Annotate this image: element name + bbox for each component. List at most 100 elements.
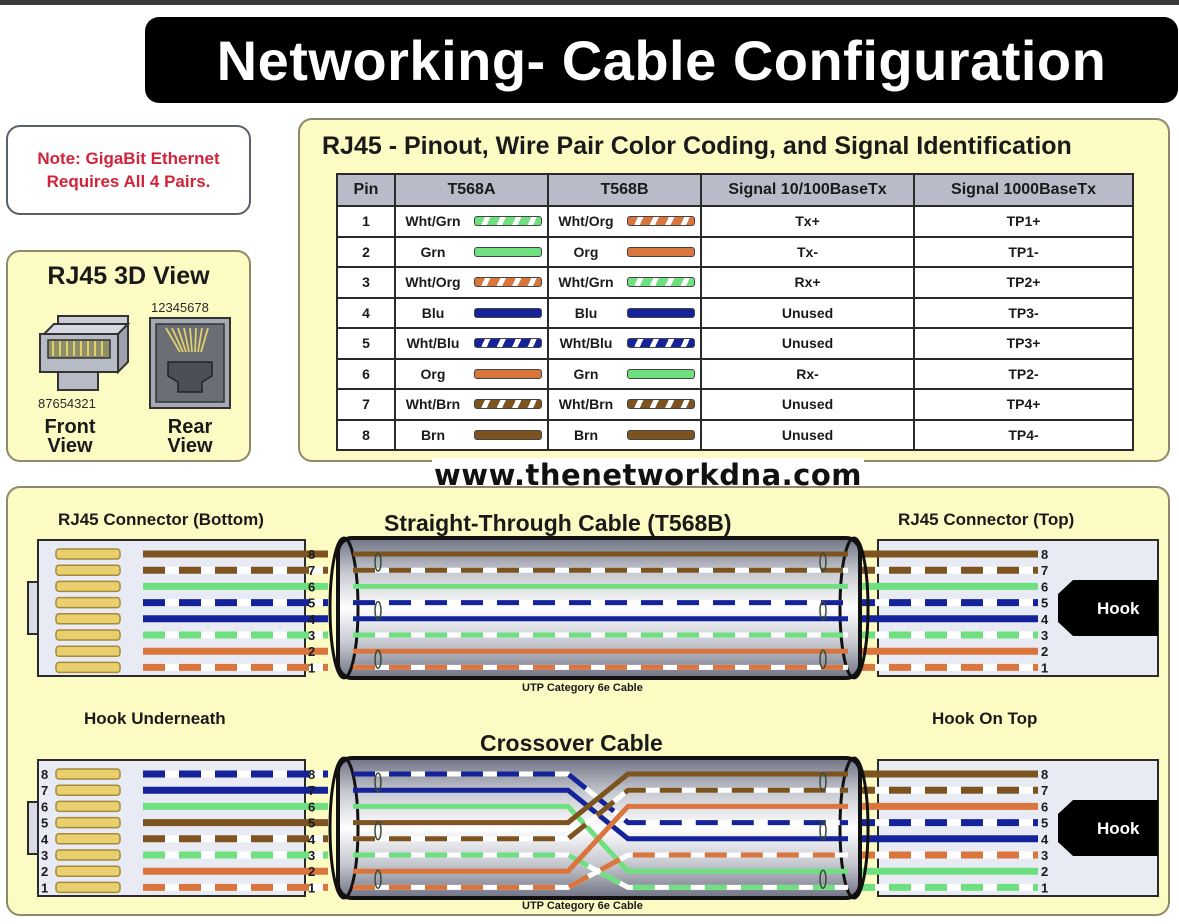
- rj45-connector-illustrations: [39, 315, 231, 409]
- signal-1000-cell: TP1-: [913, 235, 1134, 268]
- t568a-cell: Wht/Org: [394, 266, 549, 299]
- t568b-wire-swatch: [627, 429, 695, 440]
- signal-100-cell: Rx+: [700, 266, 915, 299]
- left-outer-pin-number: 3: [41, 848, 48, 863]
- gold-contact: [55, 645, 121, 657]
- signal-100-cell: Rx-: [700, 357, 915, 390]
- right-pin-number: 4: [1041, 832, 1049, 847]
- twist-marker: [819, 772, 827, 792]
- gold-contact: [55, 548, 121, 560]
- gold-contact: [55, 833, 121, 845]
- t568b-wire-label: Blu: [574, 304, 598, 321]
- t568a-cell: Wht/Brn: [394, 388, 549, 421]
- right-pin-number: 3: [1041, 628, 1048, 643]
- left-pin-number: 6: [308, 579, 315, 594]
- twist-marker: [374, 869, 382, 889]
- pinout-row: 2 Grn Org Tx- TP1-: [336, 235, 1134, 268]
- cable-jacket: [336, 756, 862, 900]
- signal-1000-cell: TP1+: [913, 205, 1134, 238]
- t568b-cell: Brn: [547, 418, 702, 451]
- t568b-cell: Wht/Org: [547, 205, 702, 238]
- cable-left-end: [328, 536, 360, 680]
- col-header-signal-1000: Signal 1000BaseTx: [913, 173, 1134, 207]
- left-outer-pin-number: 2: [41, 864, 48, 879]
- t568a-wire-swatch: [474, 368, 542, 379]
- pinout-row: 7 Wht/Brn Wht/Brn Unused TP4+: [336, 388, 1134, 421]
- t568b-cell: Org: [547, 235, 702, 268]
- gold-contact: [55, 881, 121, 894]
- t568a-wire-swatch: [474, 429, 542, 440]
- left-outer-pin-number: 5: [41, 816, 48, 831]
- t568b-wire-label: Grn: [573, 365, 599, 382]
- t568a-cell: Wht/Grn: [394, 205, 549, 238]
- hook-underneath-label: Hook Underneath: [84, 709, 226, 728]
- gold-contact: [55, 564, 121, 576]
- right-pin-number: 7: [1041, 783, 1048, 798]
- pin-number: 6: [336, 357, 396, 390]
- top-border-line: [0, 0, 1179, 5]
- t568a-wire-label: Wht/Blu: [406, 335, 460, 352]
- hook-label: Hook: [1097, 599, 1140, 618]
- pin-number: 4: [336, 296, 396, 329]
- left-pin-number: 4: [308, 832, 316, 847]
- pinout-row: 1 Wht/Grn Wht/Org Tx+ TP1+: [336, 205, 1134, 238]
- pin-number: 7: [336, 388, 396, 421]
- left-pin-number: 8: [308, 547, 315, 562]
- t568a-wire-label: Wht/Brn: [405, 396, 461, 413]
- wire-inner-6: [353, 803, 848, 874]
- right-pin-number: 2: [1041, 864, 1048, 879]
- twist-marker: [819, 649, 827, 669]
- t568b-wire-swatch: [627, 216, 695, 227]
- crossover-cable-type-label: UTP Category 6e Cable: [522, 900, 643, 912]
- pinout-heading: RJ45 - Pinout, Wire Pair Color Coding, a…: [322, 132, 1072, 160]
- right-pin-number: 1: [1041, 880, 1048, 895]
- t568b-wire-label: Org: [573, 243, 599, 260]
- gold-contact: [55, 629, 121, 641]
- front-view-label-line-1: Front: [44, 416, 96, 438]
- t568a-wire-swatch: [474, 399, 542, 410]
- page-title: Networking- Cable Configuration: [216, 28, 1107, 92]
- gold-contact: [55, 784, 121, 796]
- twist-marker: [819, 820, 827, 841]
- t568b-wire-label: Wht/Brn: [558, 396, 614, 413]
- left-pin-number: 8: [308, 767, 315, 782]
- left-pin-number: 7: [308, 563, 315, 578]
- signal-100-cell: Unused: [700, 327, 915, 360]
- signal-100-cell: Tx+: [700, 205, 915, 238]
- signal-1000-cell: TP3-: [913, 296, 1134, 329]
- t568a-wire-label: Wht/Grn: [405, 213, 461, 230]
- signal-1000-cell: TP4+: [913, 388, 1134, 421]
- gold-contact: [55, 596, 121, 609]
- note-line-2: Requires All 4 Pairs.: [46, 172, 211, 191]
- twist-marker: [374, 820, 382, 841]
- gold-contact: [55, 800, 121, 813]
- right-pin-number: 7: [1041, 563, 1048, 578]
- signal-1000-cell: TP4-: [913, 418, 1134, 451]
- rj45-jack-rear-icon: [149, 317, 231, 409]
- t568a-cell: Org: [394, 357, 549, 390]
- straight-through-title: Straight-Through Cable (T568B): [384, 510, 732, 536]
- twist-marker: [374, 772, 382, 792]
- t568b-cell: Wht/Blu: [547, 327, 702, 360]
- rear-pin-numbers: 12345678: [151, 300, 209, 315]
- pinout-row: 8 Brn Brn Unused TP4-: [336, 418, 1134, 451]
- t568a-wire-label: Org: [420, 365, 446, 382]
- col-header-t568b: T568B: [547, 173, 702, 207]
- left-outer-pin-number: 8: [41, 767, 48, 782]
- rj45-3d-view-panel: RJ45 3D View 12345678 87654321 Front: [6, 250, 251, 462]
- right-pin-number: 8: [1041, 767, 1048, 782]
- left-pin-number: 3: [308, 628, 315, 643]
- signal-1000-cell: TP2-: [913, 357, 1134, 390]
- twist-marker: [819, 869, 827, 889]
- t568b-wire-label: Wht/Org: [558, 213, 614, 230]
- straight-left-connector-label: RJ45 Connector (Bottom): [58, 510, 264, 529]
- pinout-header-row: Pin T568A T568B Signal 10/100BaseTx Sign…: [336, 173, 1134, 207]
- title-banner: Networking- Cable Configuration: [145, 17, 1178, 103]
- rear-view-label-line-2: View: [167, 435, 213, 457]
- signal-1000-cell: TP3+: [913, 327, 1134, 360]
- t568a-wire-swatch: [474, 246, 542, 257]
- left-pin-number: 4: [308, 612, 316, 627]
- pin-number: 1: [336, 205, 396, 238]
- signal-100-cell: Unused: [700, 296, 915, 329]
